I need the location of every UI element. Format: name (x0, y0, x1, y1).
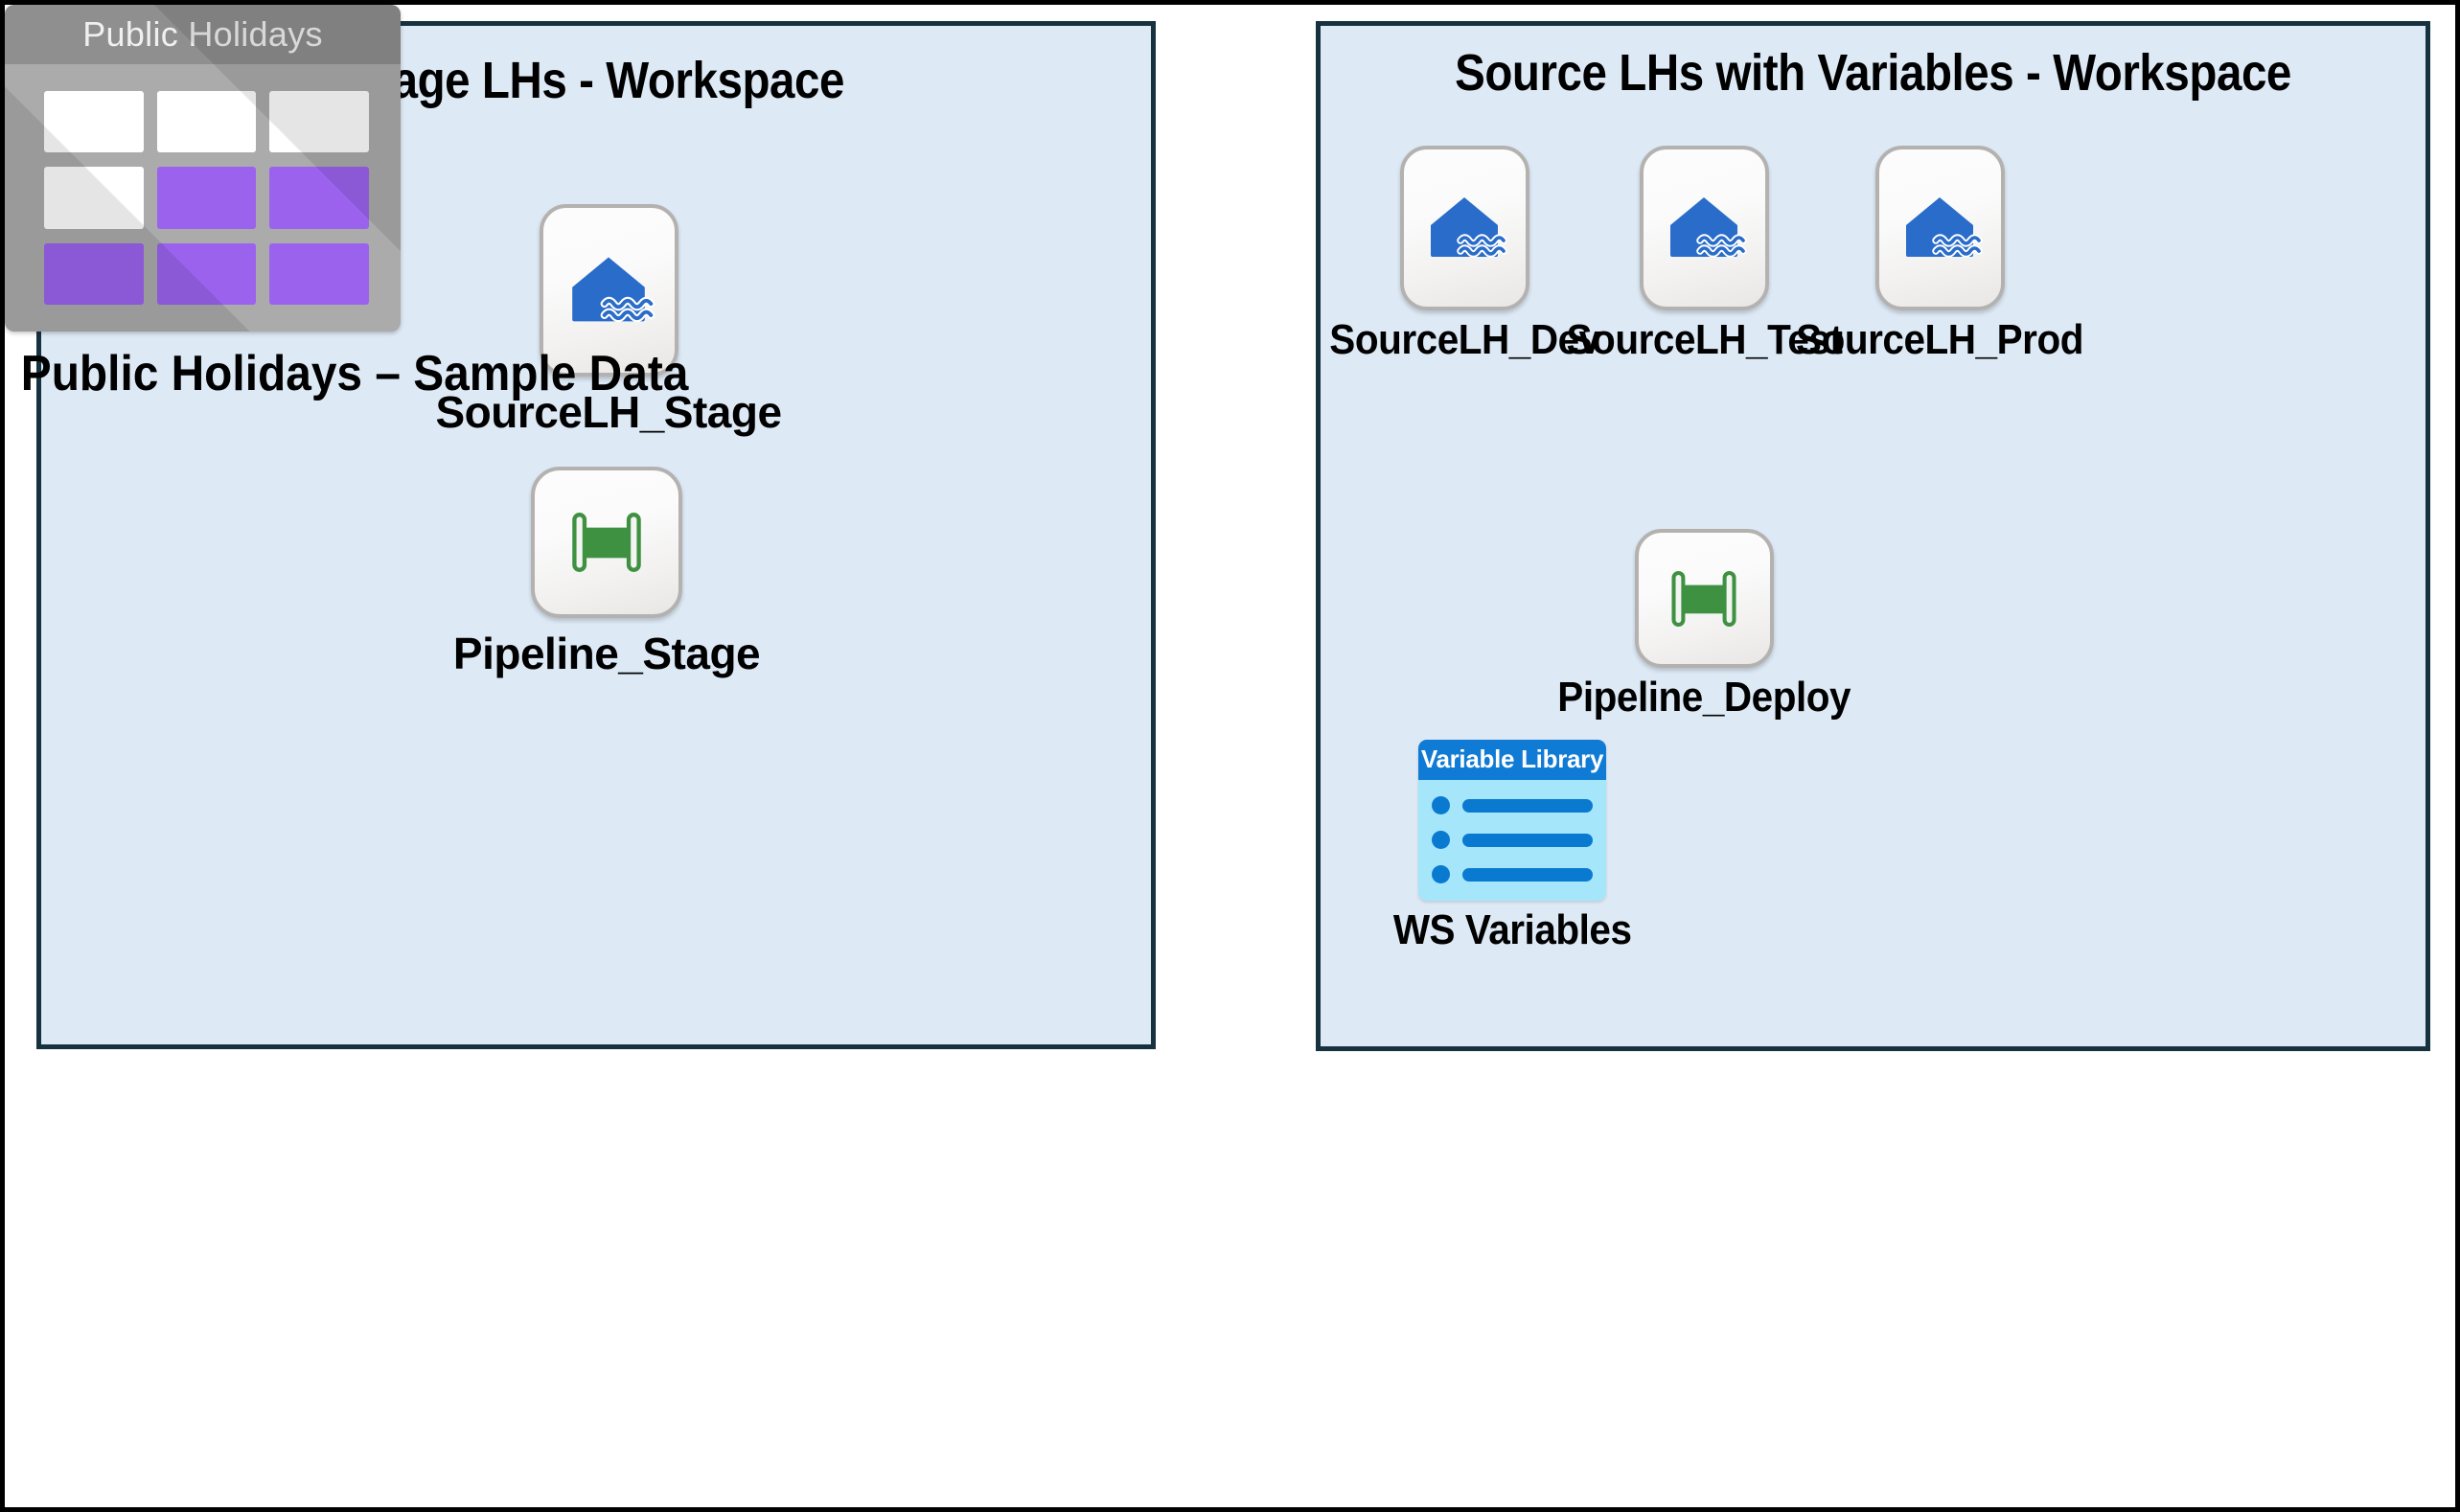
bullet-icon (1432, 865, 1450, 883)
caption-public-holidays: Public Holidays – Sample Data (20, 346, 689, 401)
bullet-icon (1432, 796, 1450, 814)
panel-title-stage: Stage LHs - Workspace (347, 52, 845, 109)
item-label-pipeline-deploy: Pipeline_Deploy (1557, 674, 1851, 721)
item-label-sourcelh-prod: SourceLH_Prod (1796, 316, 2083, 363)
table-cell (156, 242, 257, 305)
workspace-panel-source: Source LHs with Variables - Workspace So… (1316, 21, 2430, 1051)
table-cell (269, 242, 369, 305)
variable-bar (1462, 867, 1593, 882)
lakehouse-icon[interactable] (1639, 146, 1769, 310)
table-cell (44, 91, 144, 153)
variable-bar (1462, 833, 1593, 847)
pipeline-icon[interactable] (531, 467, 682, 618)
table-card-title: Public Holidays (5, 5, 401, 64)
item-label-pipeline-stage: Pipeline_Stage (452, 629, 761, 678)
variable-row (1432, 831, 1593, 849)
table-cell (156, 167, 257, 229)
table-cell (44, 167, 144, 229)
variable-library-icon[interactable]: Variable Library (1418, 740, 1606, 901)
variable-library-card-title: Variable Library (1418, 740, 1606, 780)
item-sourcelh-prod[interactable]: SourceLH_Prod (1796, 146, 2083, 364)
item-sourcelh-test[interactable]: SourceLH_Test (1566, 146, 1842, 364)
lakehouse-icon[interactable] (1874, 146, 2005, 310)
item-sourcelh-stage[interactable]: SourceLH_Stage (435, 204, 782, 438)
table-icon[interactable]: Public Holidays (5, 5, 401, 332)
item-pipeline-stage[interactable]: Pipeline_Stage (453, 467, 761, 679)
lakehouse-icon[interactable] (1399, 146, 1529, 310)
lakehouse-icon[interactable] (539, 204, 678, 377)
item-label-sourcelh-dev: SourceLH_Dev (1328, 316, 1600, 363)
item-pipeline-deploy[interactable]: Pipeline_Deploy (1557, 529, 1851, 722)
table-cell (156, 91, 257, 153)
variable-row (1432, 865, 1593, 883)
variable-bar (1462, 798, 1593, 813)
pipeline-icon[interactable] (1634, 529, 1774, 668)
bullet-icon (1432, 831, 1450, 849)
variable-library-rows (1418, 780, 1606, 901)
table-cell (269, 167, 369, 229)
table-grid (44, 91, 369, 305)
table-cell (269, 91, 369, 153)
item-label-ws-variables: WS Variables (1392, 906, 1632, 953)
item-ws-variables[interactable]: Variable Library WS Varia (1335, 740, 1690, 954)
panel-title-source: Source LHs with Variables - Workspace (1455, 44, 2291, 102)
item-label-sourcelh-test: SourceLH_Test (1566, 316, 1842, 363)
variable-row (1432, 796, 1593, 814)
table-cell (44, 242, 144, 305)
workspace-panel-stage: Stage LHs - Workspace SourceLH_Stage (36, 21, 1156, 1049)
item-sourcelh-dev[interactable]: SourceLH_Dev (1329, 146, 1600, 364)
item-label-sourcelh-stage: SourceLH_Stage (435, 387, 782, 437)
